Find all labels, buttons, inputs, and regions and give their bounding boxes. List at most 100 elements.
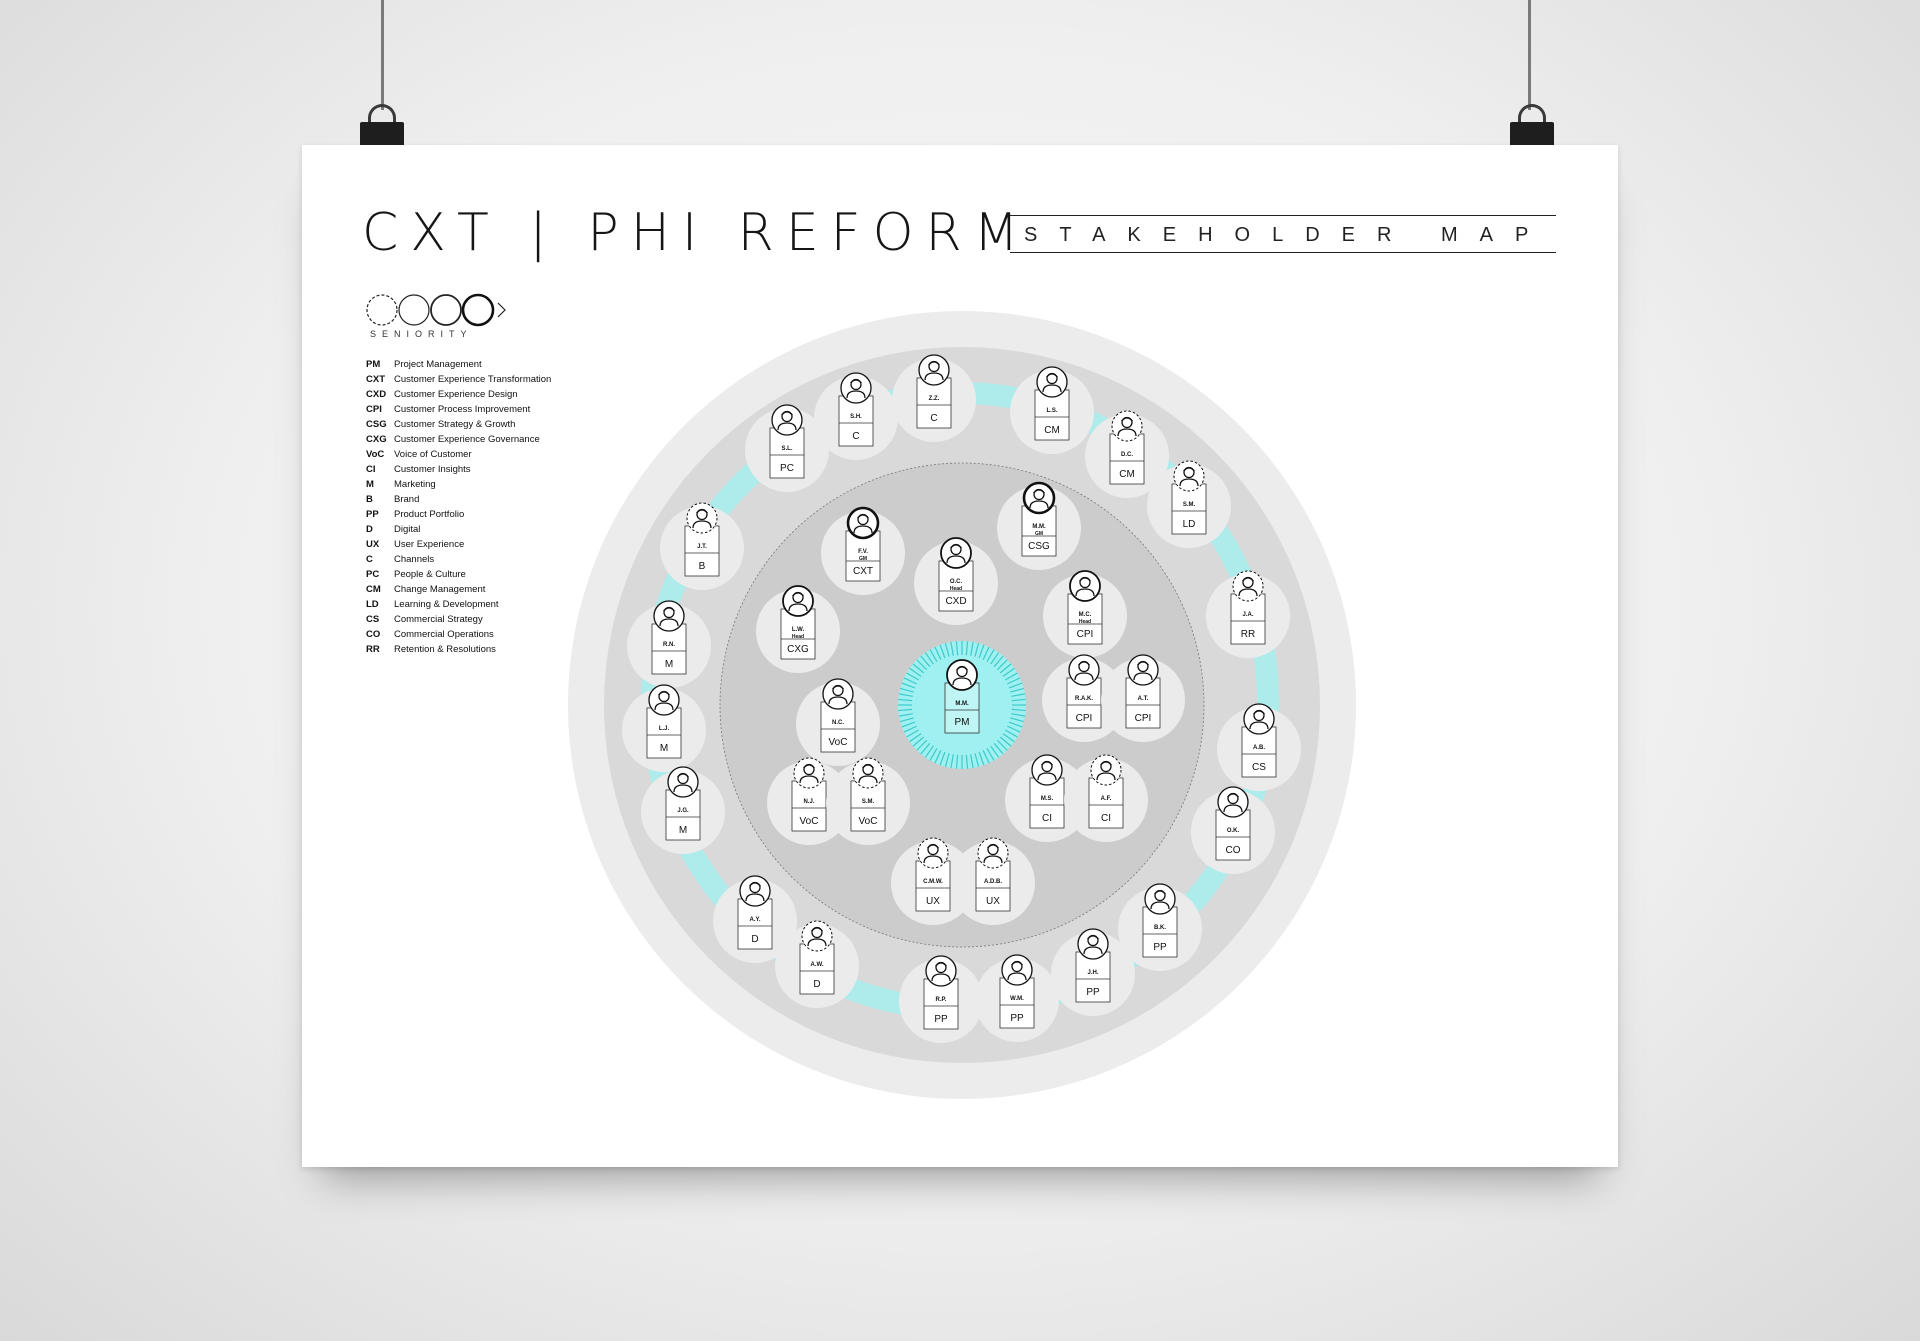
inner-stakeholder-node: N.C.VoC	[796, 678, 880, 766]
person-hair-icon	[1137, 661, 1149, 666]
avatar-ring	[648, 684, 680, 716]
outer-stakeholder-node: B.K.PP	[1118, 883, 1202, 971]
node-code: CXD	[945, 596, 966, 607]
center-tick	[909, 733, 922, 743]
avatar-ring	[946, 659, 978, 691]
avatar-ring	[1022, 481, 1056, 515]
outer-stakeholder-node: O.K.CO	[1191, 786, 1275, 874]
center-tick	[898, 693, 913, 697]
avatar-ring	[801, 920, 833, 952]
outer-stakeholder-node: W.M.PP	[975, 954, 1059, 1042]
inner-stakeholder-node: S.M.VoC	[826, 757, 910, 845]
center-tick	[999, 663, 1012, 674]
person-hair-icon	[1253, 710, 1265, 715]
legend-code: CXT	[366, 374, 385, 385]
node-initials: S.H.	[850, 414, 862, 420]
person-hair-icon	[928, 361, 940, 366]
inner-stakeholder-node: R.A.K.CPI	[1042, 654, 1126, 742]
node-initials: W.M.	[1010, 996, 1024, 1002]
node-code: D	[813, 979, 820, 990]
legend-code: PM	[366, 359, 381, 370]
node-code: VoC	[800, 816, 819, 827]
person-body-icon	[924, 372, 944, 381]
node-code: UX	[926, 896, 940, 907]
avatar-ring	[1243, 703, 1275, 735]
avatar-ring	[846, 506, 880, 540]
person-hair-icon	[1242, 577, 1254, 582]
node-initials: O.C.	[950, 579, 963, 585]
outer-stakeholder-node: J.H.PP	[1051, 928, 1135, 1016]
center-tick	[1011, 708, 1026, 712]
node-card	[1171, 483, 1207, 535]
node-code: CS	[1252, 762, 1266, 773]
node-card	[1021, 505, 1057, 557]
node-initials: A.Y.	[749, 917, 760, 923]
outer-stakeholder-node: Z.Z.C	[892, 354, 976, 442]
outer-stakeholder-node: D.C.CM	[1085, 410, 1169, 498]
node-initials: R.A.K.	[1075, 696, 1093, 702]
node-card	[651, 623, 687, 675]
avatar-ring	[771, 404, 803, 436]
legend-label: Voice of Customer	[394, 449, 472, 460]
center-tick	[978, 644, 985, 659]
node-code: VoC	[859, 816, 878, 827]
avatar-ring	[1111, 410, 1143, 442]
node-code: UX	[986, 896, 1000, 907]
person-body-icon	[853, 525, 873, 534]
node-initials: A.B.	[1253, 745, 1265, 751]
node-card	[737, 898, 773, 950]
avatar-ring	[793, 757, 825, 789]
node-initials: J.G.	[677, 808, 689, 814]
legend-code: RR	[366, 644, 380, 655]
node-card	[1109, 433, 1145, 485]
outer-stakeholder-node: A.W.D	[775, 920, 859, 1008]
avatar-ring	[1001, 954, 1033, 986]
legend-label: Brand	[394, 494, 420, 505]
node-code: CPI	[1135, 713, 1152, 724]
node-code: RR	[1241, 629, 1255, 640]
node-initials: J.A.	[1242, 612, 1253, 618]
inner-stakeholder-node: C.M.W.UX	[891, 837, 975, 925]
legend-code: M	[366, 479, 374, 490]
person-body-icon	[983, 855, 1003, 864]
node-card	[1075, 951, 1111, 1003]
center-tick	[924, 745, 934, 758]
avatar-ring	[1077, 928, 1109, 960]
avatar-ring	[822, 678, 854, 710]
person-hair-icon	[832, 685, 844, 690]
inner-stakeholder-node: A.D.B.UX	[951, 837, 1035, 925]
center-tick	[955, 641, 959, 656]
node-code: M	[679, 825, 687, 836]
person-hair-icon	[658, 691, 670, 696]
person-hair-icon	[1227, 793, 1239, 798]
node-initials: N.C.	[832, 720, 844, 726]
person-body-icon	[1042, 384, 1062, 393]
outer-stakeholder-node: R.P.PP	[899, 955, 983, 1043]
outer-stakeholder-node: A.B. CS	[1217, 703, 1301, 791]
node-card	[1215, 809, 1251, 861]
person-body-icon	[952, 677, 972, 686]
center-tick	[900, 717, 914, 723]
person-hair-icon	[696, 509, 708, 514]
node-title: GM	[1035, 531, 1043, 537]
node-card	[923, 978, 959, 1030]
legend-label: Channels	[394, 554, 435, 565]
person-hair-icon	[1121, 417, 1133, 422]
legend-label: Digital	[394, 524, 421, 535]
person-hair-icon	[857, 514, 869, 519]
hanging-wire-left	[381, 0, 384, 110]
avatar-ring	[977, 837, 1009, 869]
person-hair-icon	[987, 844, 999, 849]
center-stakeholder-node: M.M.PM	[898, 641, 1026, 769]
legend-code: CI	[366, 464, 376, 475]
avatar-ring	[918, 354, 950, 386]
